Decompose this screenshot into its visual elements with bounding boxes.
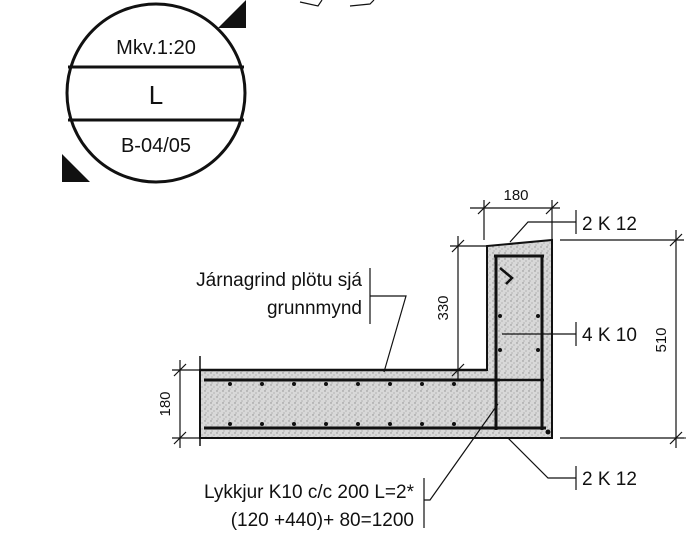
dim-slab-thickness: [172, 360, 200, 448]
dim-wall-height-upper: [450, 236, 487, 380]
concrete-section: [199, 238, 553, 446]
label-top-bars: 2 K 12: [582, 214, 637, 235]
title-block-circle: [65, 2, 247, 184]
note-stirrup-line1: Lykkjur K10 c/c 200 L=2*: [204, 482, 415, 503]
dim-wall-height-upper-label: 330: [435, 295, 452, 320]
leader-stirrup: [423, 403, 499, 528]
label-vertical-bars: 4 K 10: [582, 325, 637, 346]
dim-wall-width: [470, 200, 560, 240]
rebar-dots: [228, 314, 551, 435]
leader-top-bars: [509, 210, 577, 243]
top-stray-marks: [299, 0, 375, 7]
leader-slab-mesh: [369, 268, 407, 373]
dim-slab-thickness-label: 180: [157, 391, 174, 416]
leader-vertical-bars: [502, 322, 577, 346]
title-block-corner-bottom: [62, 154, 90, 182]
section-letter: L: [149, 80, 163, 110]
title-block-corner-top: [218, 0, 246, 28]
sheet-reference: B-04/05: [121, 135, 191, 157]
dim-wall-width-label: 180: [503, 187, 528, 204]
note-slab-mesh-line2: grunnmynd: [267, 298, 362, 319]
stirrup-hook: [499, 267, 514, 285]
leader-bottom-bars: [507, 437, 577, 490]
title-block: Mkv.1:20 L B-04/05: [62, 0, 247, 184]
note-slab-mesh-line1: Járnagrind plötu sjá: [196, 270, 362, 291]
note-stirrup-line2: (120 +440)+ 80=1200: [231, 510, 414, 531]
scale-label: Mkv.1:20: [116, 37, 196, 59]
label-bottom-bars: 2 K 12: [582, 469, 637, 490]
dim-total-height-label: 510: [653, 327, 670, 352]
